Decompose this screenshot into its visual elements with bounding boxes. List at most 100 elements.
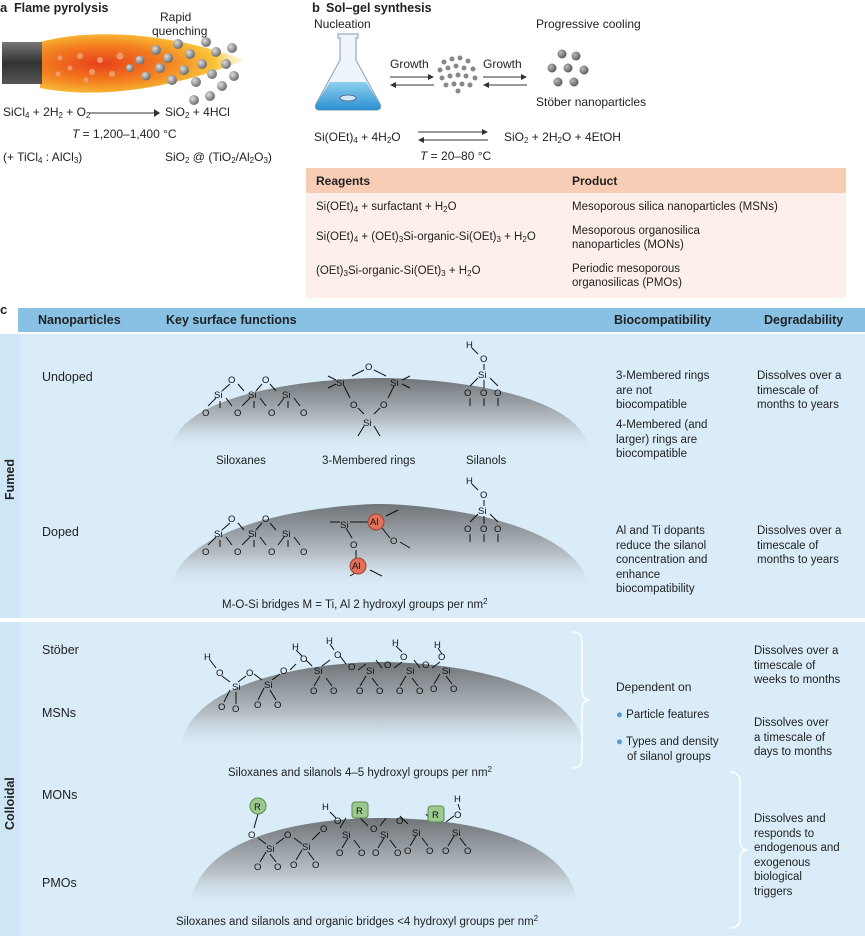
equilibrium-arrow-1 xyxy=(390,74,434,88)
svg-text:O: O xyxy=(268,408,275,419)
svg-text:O: O xyxy=(396,816,403,827)
caption-colloidal-1: Siloxanes and silanols 4–5 hydroxyl grou… xyxy=(228,765,492,779)
svg-text:O: O xyxy=(416,686,423,697)
row-label-mons: MONs xyxy=(42,788,78,802)
svg-text:R: R xyxy=(254,802,261,813)
row-label-stober: Stöber xyxy=(42,643,79,657)
svg-text:O: O xyxy=(370,824,377,835)
svg-text:O: O xyxy=(234,408,241,419)
svg-text:O: O xyxy=(274,862,281,873)
svg-text:Si: Si xyxy=(366,666,374,677)
svg-text:Si: Si xyxy=(232,682,240,693)
growth-label-1: Growth xyxy=(390,57,429,71)
svg-text:O: O xyxy=(464,388,471,399)
svg-text:H: H xyxy=(322,802,329,813)
svg-text:Si: Si xyxy=(452,828,460,839)
panel-a-title: Flame pyrolysis xyxy=(14,1,109,15)
panel-c-letter: c xyxy=(0,302,8,317)
svg-text:Si: Si xyxy=(302,842,310,853)
svg-text:O: O xyxy=(320,824,327,835)
svg-text:O: O xyxy=(268,547,275,558)
svg-text:H: H xyxy=(454,794,461,805)
svg-text:O: O xyxy=(280,666,287,677)
svg-text:O: O xyxy=(274,700,281,711)
r-group-2 xyxy=(351,801,369,819)
svg-text:Si: Si xyxy=(314,666,322,677)
svg-text:O: O xyxy=(426,846,433,857)
svg-text:Si: Si xyxy=(214,390,222,401)
r-group-3 xyxy=(427,805,445,823)
svg-text:O: O xyxy=(248,830,255,841)
solgel-temperature: T = 20–80 °C xyxy=(420,149,492,163)
svg-text:O: O xyxy=(356,686,363,697)
svg-text:Si: Si xyxy=(248,390,256,401)
flask-icon xyxy=(314,33,382,111)
svg-text:O: O xyxy=(246,668,253,679)
caption-doped: M-O-Si bridges M = Ti, Al 2 hydroxyl gro… xyxy=(222,597,488,611)
svg-text:O: O xyxy=(350,540,357,551)
header-product: Product xyxy=(572,174,618,188)
svg-text:R: R xyxy=(432,810,439,821)
colloidal-dependent-on: Dependent on xyxy=(616,680,692,694)
aggregate-particles xyxy=(126,37,239,105)
svg-text:Al: Al xyxy=(352,561,360,572)
svg-text:O: O xyxy=(348,662,355,673)
svg-text:O: O xyxy=(422,660,429,671)
panel-b-title: Sol–gel synthesis xyxy=(326,1,432,15)
growth-label-2: Growth xyxy=(483,57,522,71)
row-label-doped: Doped xyxy=(42,525,79,539)
svg-text:O: O xyxy=(234,547,241,558)
svg-text:O: O xyxy=(480,524,487,535)
flame-temperature: T = 1,200–1,400 °C xyxy=(72,127,177,141)
svg-text:O: O xyxy=(336,848,343,859)
flame-illustration xyxy=(2,34,245,105)
fumed-label: Fumed xyxy=(3,459,17,500)
svg-text:O: O xyxy=(396,686,403,697)
panel-c-header: Nanoparticles Key surface functions Bioc… xyxy=(18,308,865,332)
reagent-row-3: (OEt)3Si-organic-Si(OEt)3 + H2O xyxy=(316,265,481,278)
progressive-cooling-label: Progressive cooling xyxy=(536,17,641,31)
svg-text:O: O xyxy=(384,660,391,671)
colloidal-bullet-1: ● Particle features xyxy=(616,709,710,721)
equilibrium-arrow-2 xyxy=(483,74,527,88)
svg-text:O: O xyxy=(380,400,387,411)
svg-text:O: O xyxy=(232,704,239,715)
fumed-label-bar xyxy=(0,334,20,618)
svg-text:O: O xyxy=(262,514,269,525)
svg-text:Si: Si xyxy=(342,830,350,841)
colloidal-label: Colloidal xyxy=(3,777,17,830)
nuclei-cluster xyxy=(437,55,478,94)
colloidal-label-bar xyxy=(0,622,20,936)
reagents-table-header: Reagents Product xyxy=(306,168,846,193)
svg-text:Si: Si xyxy=(340,520,348,531)
svg-text:Si: Si xyxy=(264,680,272,691)
header-key-surface-functions: Key surface functions xyxy=(166,313,297,327)
svg-text:O: O xyxy=(330,686,337,697)
svg-text:O: O xyxy=(334,650,341,661)
svg-text:O: O xyxy=(480,354,487,365)
header-degradability: Degradability xyxy=(764,313,844,327)
svg-text:H: H xyxy=(466,340,473,351)
svg-text:O: O xyxy=(350,400,357,411)
row-label-undoped: Undoped xyxy=(42,370,93,384)
bullet-dot-2: ● xyxy=(616,736,623,748)
svg-text:H: H xyxy=(434,640,441,651)
svg-text:O: O xyxy=(390,536,397,547)
caption-siloxanes: Siloxanes xyxy=(216,455,266,467)
svg-text:H: H xyxy=(204,652,211,663)
svg-text:O: O xyxy=(216,668,223,679)
svg-text:O: O xyxy=(480,388,487,399)
svg-text:O: O xyxy=(202,547,209,558)
row-label-msns: MSNs xyxy=(42,706,77,720)
